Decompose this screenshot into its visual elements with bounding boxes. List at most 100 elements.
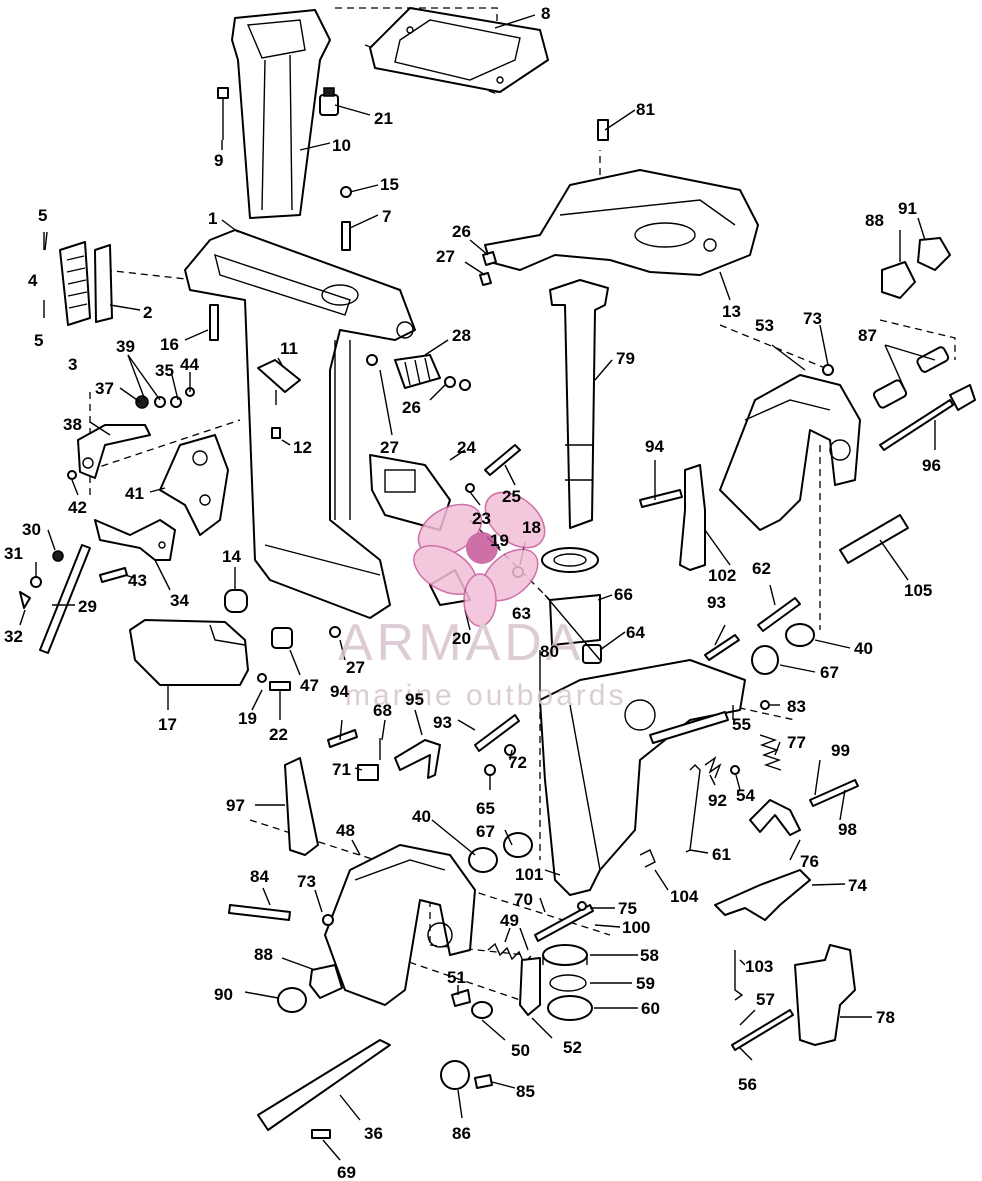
callout-73-lower: 73 xyxy=(297,872,316,891)
bolt-part-94b xyxy=(327,729,358,748)
bolt-part-62 xyxy=(757,597,801,632)
callout-84: 84 xyxy=(250,867,269,886)
callout-17: 17 xyxy=(158,715,177,734)
bushing-part-58 xyxy=(542,944,588,966)
callout-69: 69 xyxy=(337,1163,356,1181)
rod-part-29 xyxy=(39,544,91,654)
nut-part-91 xyxy=(917,237,951,271)
pin-part-93a xyxy=(704,634,740,661)
callout-70: 70 xyxy=(514,890,533,909)
callout-52: 52 xyxy=(563,1038,582,1057)
clip-part-104 xyxy=(639,849,656,868)
tilt-bolt-part-96 xyxy=(879,384,976,451)
screw-part-69 xyxy=(311,1129,331,1139)
plate-part-78 xyxy=(794,944,856,1046)
bolt-part-43 xyxy=(99,567,128,583)
callout-105: 105 xyxy=(904,581,932,600)
bearing-part-66 xyxy=(549,594,601,646)
callout-67-upper: 67 xyxy=(820,663,839,682)
callout-5-upper: 5 xyxy=(38,206,47,225)
stud-part-25 xyxy=(484,444,521,476)
grill-plate-part-3 xyxy=(59,241,91,326)
callout-24: 24 xyxy=(457,438,476,457)
callout-26-upper: 26 xyxy=(452,222,471,241)
cover-plate-part-2 xyxy=(94,244,113,323)
callout-101: 101 xyxy=(515,865,543,884)
exhaust-housing-part-10 xyxy=(231,9,331,219)
gasket-part-8 xyxy=(369,7,549,93)
callout-103: 103 xyxy=(745,957,773,976)
nut-part-15 xyxy=(340,186,352,198)
callout-94-upper: 94 xyxy=(645,437,664,456)
callout-91: 91 xyxy=(898,199,917,218)
armada-flower-logo-icon xyxy=(413,491,546,627)
callout-12: 12 xyxy=(293,438,312,457)
nuts-part-65-72 xyxy=(484,744,516,776)
screw-part-85 xyxy=(474,1074,493,1089)
callout-19-lower: 19 xyxy=(238,709,257,728)
spring-part-103 xyxy=(734,950,744,1001)
bushing-part-67a xyxy=(751,645,779,675)
callout-39: 39 xyxy=(116,337,135,356)
callout-63: 63 xyxy=(512,604,531,623)
callout-100: 100 xyxy=(622,918,650,937)
clamp-bracket-part-48 xyxy=(324,844,476,1006)
callout-54: 54 xyxy=(736,786,755,805)
callout-32: 32 xyxy=(4,627,23,646)
callout-44: 44 xyxy=(180,355,199,374)
callout-102: 102 xyxy=(708,566,736,585)
callout-38: 38 xyxy=(63,415,82,434)
callout-3: 3 xyxy=(68,355,77,374)
callout-50: 50 xyxy=(511,1041,530,1060)
callout-66: 66 xyxy=(614,585,633,604)
rail-part-36 xyxy=(257,1039,391,1131)
washer-part-23 xyxy=(465,483,475,493)
armada-watermark: ARMADA marine outboards xyxy=(338,491,623,712)
disc-part-86 xyxy=(440,1060,470,1090)
callout-21: 21 xyxy=(374,109,393,128)
callout-80: 80 xyxy=(540,642,559,661)
callout-37: 37 xyxy=(95,379,114,398)
callout-48: 48 xyxy=(336,821,355,840)
nuts-part-30-31-32 xyxy=(19,550,64,609)
stern-bracket-part-80 xyxy=(539,659,746,896)
washer-part-19b xyxy=(257,673,267,683)
callout-95: 95 xyxy=(405,690,424,709)
nut-part-73a xyxy=(822,364,834,376)
callout-51: 51 xyxy=(447,968,466,987)
clip-part-83 xyxy=(760,700,770,710)
bracket-part-11 xyxy=(257,359,301,405)
callout-81: 81 xyxy=(636,100,655,119)
callout-5-lower: 5 xyxy=(34,331,43,350)
callout-2: 2 xyxy=(143,303,152,322)
callout-93-upper: 93 xyxy=(707,593,726,612)
callout-87: 87 xyxy=(858,326,877,345)
spacers-part-87 xyxy=(872,346,950,409)
callout-22: 22 xyxy=(269,725,288,744)
callout-68: 68 xyxy=(373,701,392,720)
plug-part-21 xyxy=(319,87,339,116)
washer-part-50 xyxy=(471,1001,493,1019)
callout-71: 71 xyxy=(332,760,351,779)
tube-part-14 xyxy=(224,589,248,613)
bushing-part-47 xyxy=(271,627,293,649)
callout-41: 41 xyxy=(125,484,144,503)
callout-77: 77 xyxy=(787,733,806,752)
callout-8: 8 xyxy=(541,4,550,23)
nut-part-88a xyxy=(881,261,916,299)
callout-61: 61 xyxy=(712,845,731,864)
link-part-97 xyxy=(284,757,319,856)
bolt-part-84 xyxy=(228,904,291,921)
callout-20: 20 xyxy=(452,629,471,648)
callout-labels: 8 21 9 10 81 15 7 1 5 4 5 2 3 16 26 27 1… xyxy=(4,4,941,1181)
leader-lines xyxy=(19,14,936,1161)
callout-65: 65 xyxy=(476,799,495,818)
bearing-part-60 xyxy=(547,995,593,1021)
callout-56: 56 xyxy=(738,1075,757,1094)
bearing-part-63 xyxy=(541,547,599,573)
callout-25: 25 xyxy=(502,487,521,506)
washer-part-40b xyxy=(468,847,498,873)
callout-1: 1 xyxy=(208,209,217,228)
